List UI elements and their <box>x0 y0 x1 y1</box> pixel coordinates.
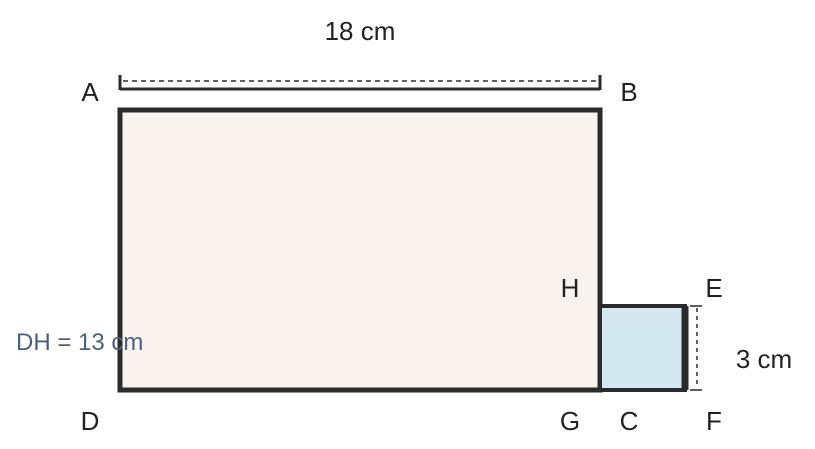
dh-note: DH = 13 cm <box>16 329 143 356</box>
point-label-a: A <box>81 77 99 107</box>
small-square <box>598 304 687 392</box>
point-label-b: B <box>620 77 637 107</box>
point-label-c: C <box>620 406 639 436</box>
point-label-h: H <box>561 273 580 303</box>
side-dimension-label: 3 cm <box>736 344 792 374</box>
point-label-d: D <box>81 406 100 436</box>
point-label-f: F <box>706 406 722 436</box>
top-dimension-label: 18 cm <box>325 16 396 46</box>
top-dimension-bracket <box>118 75 602 91</box>
large-rectangle <box>117 107 603 393</box>
side-dimension-bracket <box>690 305 702 391</box>
point-label-e: E <box>705 273 722 303</box>
point-label-g: G <box>560 406 580 436</box>
